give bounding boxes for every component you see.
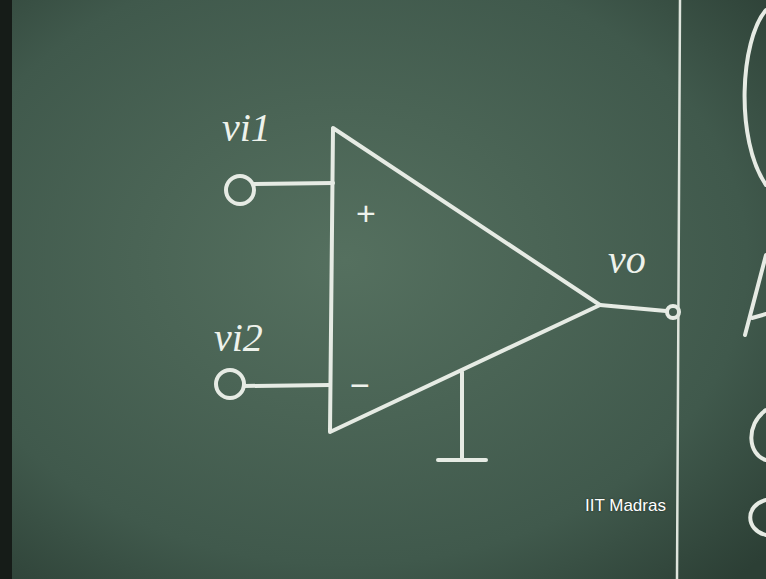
input-terminal: [226, 176, 254, 204]
signal-name: vo: [608, 240, 646, 280]
board-divider: [677, 0, 680, 579]
signal-name: vi2: [214, 318, 263, 358]
watermark: IIT Madras: [585, 497, 666, 514]
chalk-fragment: [745, 255, 766, 335]
ground-symbol: [438, 372, 486, 460]
input-terminal: [216, 370, 244, 398]
chalk-fragment: [751, 410, 766, 460]
pin-sign: −: [350, 368, 370, 402]
opamp-triangle: [330, 128, 600, 432]
chalk-fragment: [750, 500, 766, 535]
board-edge: [0, 0, 12, 579]
output-wire: [600, 305, 666, 311]
input-wire: [254, 183, 333, 184]
chalk-fragment: [745, 10, 766, 185]
pin-sign: +: [356, 196, 376, 230]
signal-name: vi1: [222, 108, 271, 148]
input-wire: [244, 385, 330, 386]
